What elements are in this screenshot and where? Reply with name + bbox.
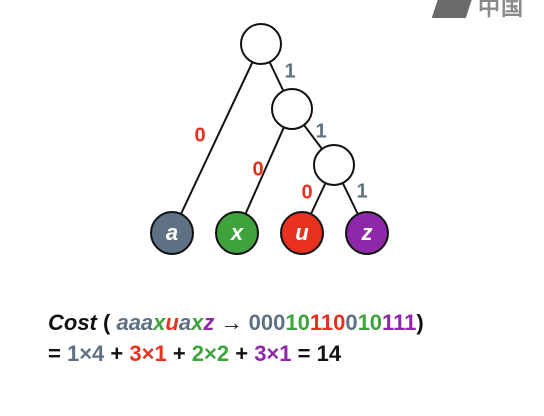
equation-term-7: 3×1 <box>254 341 292 366</box>
cost-keyword: Cost <box>48 310 97 335</box>
edge-label-n2_right: 1 <box>356 180 367 202</box>
leaf-node-a <box>150 211 194 255</box>
edge-label-n2_left: 0 <box>301 181 312 203</box>
code-segment-3: 0 <box>345 310 358 335</box>
watermark-text: 中国大 <box>478 0 525 20</box>
message-segment-2: u <box>165 310 179 335</box>
message-segment-5: z <box>203 310 215 335</box>
equation-term-2: + <box>104 341 130 366</box>
leaf-node-z <box>345 211 389 255</box>
code-segment-4: 10 <box>357 310 383 335</box>
encoded-message: aaaxuaxz <box>116 310 214 335</box>
cost-equation: = 1×4 + 3×1 + 2×2 + 3×1 = 14 <box>48 341 341 367</box>
huffman-tree: 0 1 0 1 0 1 a x u z <box>150 23 389 255</box>
edge-root-a <box>171 43 262 234</box>
message-segment-4: x <box>191 310 204 335</box>
leaf-label-u: u <box>295 220 309 245</box>
code-segment-5: 111 <box>382 310 417 335</box>
equation-term-8: = 14 <box>291 341 342 366</box>
code-segment-2: 110 <box>309 310 346 335</box>
leaf-node-x <box>215 211 259 255</box>
edge-label-root_right: 1 <box>284 60 295 82</box>
leaf-label-x: x <box>230 220 244 245</box>
leaf-node-u <box>280 211 324 255</box>
edge-label-root_left: 0 <box>194 124 205 146</box>
leaf-label-a: a <box>166 220 178 245</box>
edge-label-n1_right: 1 <box>315 120 326 142</box>
code-segment-1: 10 <box>285 310 310 335</box>
equation-term-5: 2×2 <box>191 341 230 366</box>
message-segment-0: aaa <box>116 310 154 335</box>
equation-term-3: 3×1 <box>129 341 167 366</box>
internal-node-n1 <box>271 88 313 130</box>
watermark-logo: 中国大 <box>432 0 544 20</box>
equation-term-4: + <box>166 341 192 366</box>
message-segment-1: x <box>153 310 166 335</box>
cost-line: Cost ( aaaxuaxz → 00010110010111) <box>48 310 424 336</box>
internal-node-n2 <box>313 144 355 186</box>
equation-term-6: + <box>229 341 255 366</box>
cost-open-paren: ( <box>96 310 117 335</box>
bit-string: 00010110010111 <box>249 310 417 335</box>
edge-n1-x <box>236 108 293 234</box>
arrow: → <box>214 310 249 335</box>
cost-close-paren: ) <box>416 310 424 335</box>
equation-term-0: = <box>48 341 67 366</box>
equation-term-1: 1×4 <box>66 341 105 366</box>
edge-label-n1_left: 0 <box>252 158 263 180</box>
tree-edge-labels: 0 1 0 1 0 1 <box>194 60 367 203</box>
leaf-label-z: z <box>361 220 373 245</box>
message-segment-3: a <box>178 310 192 335</box>
code-segment-0: 000 <box>248 310 286 335</box>
internal-node-root <box>240 23 282 65</box>
